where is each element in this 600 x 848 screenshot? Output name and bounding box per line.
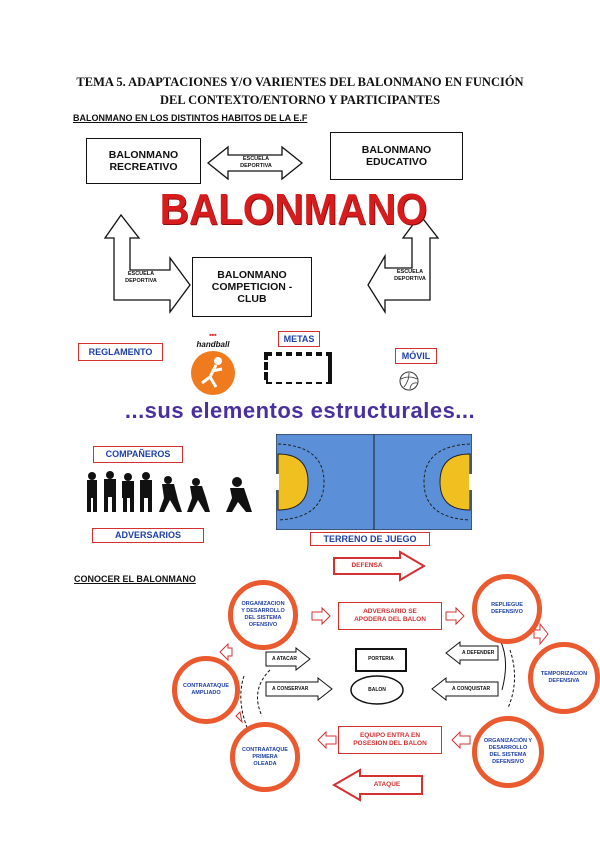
a-defender-label: A DEFENDER [462,650,495,656]
companeros-label: COMPAÑEROS [93,446,183,463]
recreativo-box: BALONMANO RECREATIVO [86,138,201,184]
reglamento-label: REGLAMENTO [78,343,163,361]
circle-contraataque-ampliado: CONTRAATAQUE AMPLIADO [172,656,240,724]
competicion-line2: COMPETICION - [211,281,293,293]
handball-player-icon [191,351,235,395]
section1-heading: BALONMANO EN LOS DISTINTOS HABITOS DE LA… [73,113,308,123]
ball-icon [399,371,419,391]
players-silhouettes [87,471,252,512]
terreno-label: TERRENO DE JUEGO [310,532,430,546]
porteria-label: PORTERIA [368,656,394,662]
goal-icon [264,352,332,384]
circle-repliegue: REPLIEGUE DEFENSIVO [472,574,542,644]
recreativo-line1: BALONMANO [108,149,179,161]
metas-label: METAS [278,331,320,347]
balon-label: BALON [368,687,386,693]
section2-heading: CONOCER EL BALONMANO [74,574,196,584]
a-conquistar-label: A CONQUISTAR [452,686,491,692]
adversarios-label: ADVERSARIOS [92,528,204,543]
educativo-box: BALONMANO EDUCATIVO [330,132,463,180]
circle-contraataque-primera: CONTRAATAQUE PRIMERA OLEADA [230,722,300,792]
circle-temporizacion: TEMPORIZACION DEFENSIVA [528,642,600,714]
recreativo-line2: RECREATIVO [109,161,178,173]
competicion-line1: BALONMANO [217,269,287,281]
ataque-label: ATAQUE [373,781,401,788]
page-title-line2: DEL CONTEXTO/ENTORNO Y PARTICIPANTES [159,93,441,107]
educativo-line2: EDUCATIVO [365,156,428,168]
circle-organizacion-ofensiva: ORGANIZACION Y DESARROLLO DEL SISTEMA OF… [228,580,298,650]
a-atacar-label: A ATACAR [272,656,297,662]
handball-logo: ■■■ handball [188,332,238,396]
page-title-line1: TEMA 5. ADAPTACIONES Y/O VARIENTES DEL B… [76,75,524,89]
circle-organizacion-defensiva: ORGANIZACIÓN Y DESARROLLO DEL SISTEMA DE… [472,716,544,788]
competicion-line3: CLUB [237,293,267,305]
educativo-line1: BALONMANO [361,144,432,156]
court-diagram [276,434,472,530]
movil-label: MÓVIL [395,348,437,364]
defensa-label: DEFENSA [351,562,383,569]
elements-subtitle: ...sus elementos estructurales... [124,398,476,423]
a-conservar-label: A CONSERVAR [272,686,309,692]
competicion-box: BALONMANO COMPETICION - CLUB [192,257,312,317]
